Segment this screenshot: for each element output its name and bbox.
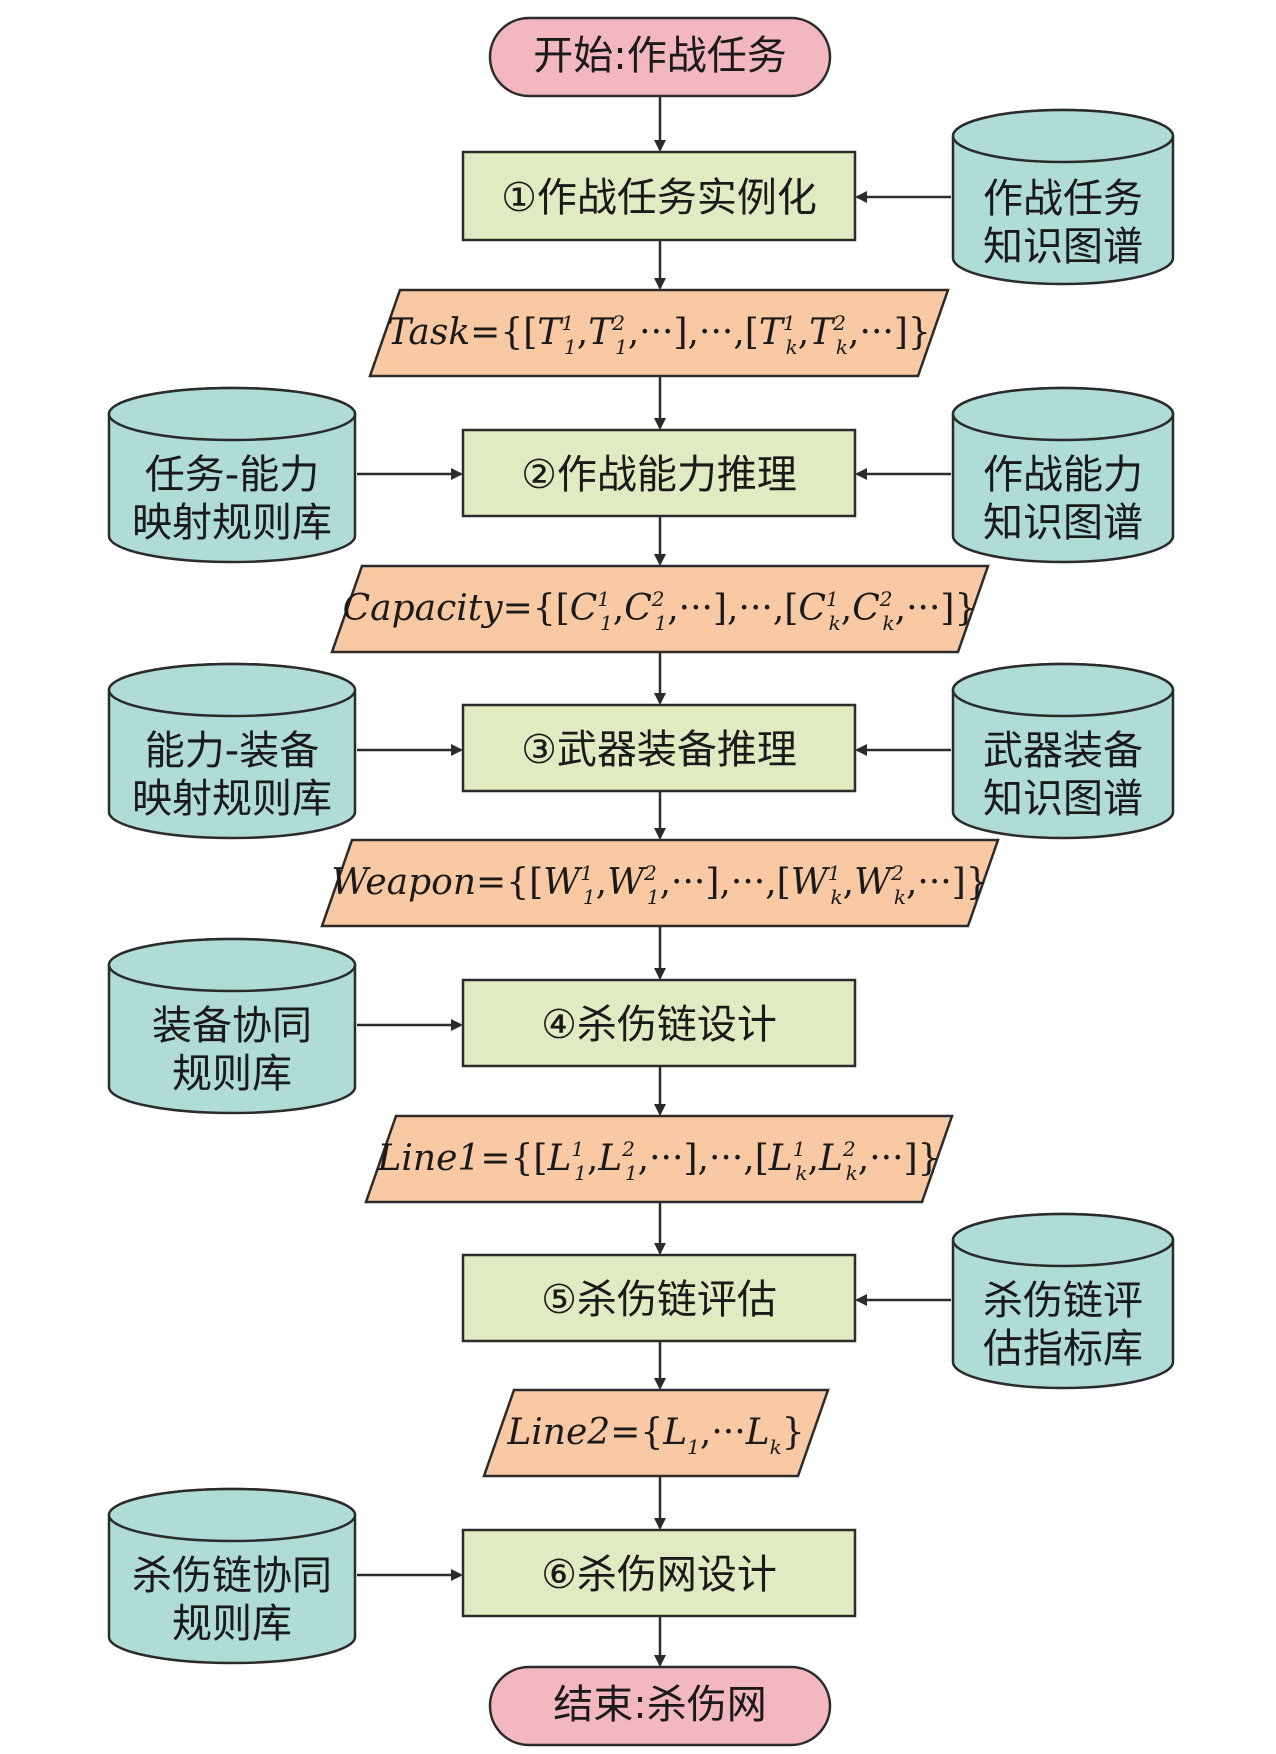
capability-knowledge-graph-db: 作战能力 知识图谱 (951, 386, 1175, 564)
weapon-kg-line-1: 武器装备 (983, 728, 1143, 774)
line2-formula: Line2={L1,···Lk} (506, 1412, 804, 1459)
line2-output: Line2={L1,···Lk} (482, 1388, 830, 1478)
task-capability-rules-line-1: 任务-能力 (145, 452, 319, 498)
step-5-box: ⑤杀伤链评估 (461, 1253, 857, 1343)
end-label: 结束:杀伤网 (553, 1682, 766, 1728)
end-terminal: 结束:杀伤网 (488, 1665, 832, 1747)
task-capability-rules-line-2: 映射规则库 (132, 500, 332, 546)
line2-formula-name: Line2 (506, 1412, 610, 1453)
killchain-index-db: 杀伤链评 估指标库 (951, 1212, 1175, 1390)
step-3-label: ③武器装备推理 (521, 727, 797, 773)
killchain-index-line-2: 估指标库 (983, 1326, 1143, 1372)
step-6-label: ⑥杀伤网设计 (541, 1552, 777, 1598)
step-4-box: ④杀伤链设计 (461, 978, 857, 1068)
equipment-coop-rules-line-1: 装备协同 (152, 1003, 312, 1049)
weapon-formula-name: Weapon (331, 862, 476, 903)
weapon-knowledge-graph-db: 武器装备 知识图谱 (951, 662, 1175, 840)
capacity-formula-name: Capacity (343, 588, 504, 629)
task-capability-rules-db: 任务-能力 映射规则库 (107, 386, 357, 564)
step-3-box: ③武器装备推理 (461, 703, 857, 793)
capability-equipment-rules-line-2: 映射规则库 (132, 776, 332, 822)
step-4-label: ④杀伤链设计 (541, 1002, 777, 1048)
step-1-box: ①作战任务实例化 (461, 150, 857, 242)
capability-kg-line-2: 知识图谱 (983, 500, 1143, 546)
equipment-coop-rules-db: 装备协同 规则库 (107, 937, 357, 1115)
line1-formula-name: Line1 (376, 1138, 480, 1179)
task-kg-line-2: 知识图谱 (983, 224, 1143, 270)
step-6-box: ⑥杀伤网设计 (461, 1528, 857, 1618)
capability-equipment-rules-db: 能力-装备 映射规则库 (107, 662, 357, 840)
equipment-coop-rules-line-2: 规则库 (172, 1051, 292, 1097)
step-5-label: ⑤杀伤链评估 (541, 1277, 777, 1323)
start-terminal: 开始:作战任务 (488, 16, 832, 98)
killchain-index-line-1: 杀伤链评 (983, 1278, 1143, 1324)
killchain-coop-rules-line-2: 规则库 (172, 1601, 292, 1647)
task-knowledge-graph-db: 作战任务 知识图谱 (951, 108, 1175, 286)
killchain-coop-rules-db: 杀伤链协同 规则库 (107, 1487, 357, 1665)
capability-kg-line-1: 作战能力 (983, 452, 1143, 498)
weapon-kg-line-2: 知识图谱 (983, 776, 1143, 822)
capability-equipment-rules-line-1: 能力-装备 (145, 728, 319, 774)
task-kg-line-1: 作战任务 (983, 176, 1143, 222)
step-2-label: ②作战能力推理 (521, 452, 797, 498)
step-1-label: ①作战任务实例化 (501, 175, 817, 221)
start-label: 开始:作战任务 (533, 33, 786, 79)
task-formula-name: Task (387, 312, 470, 353)
step-2-box: ②作战能力推理 (461, 428, 857, 518)
killchain-coop-rules-line-1: 杀伤链协同 (132, 1553, 332, 1599)
